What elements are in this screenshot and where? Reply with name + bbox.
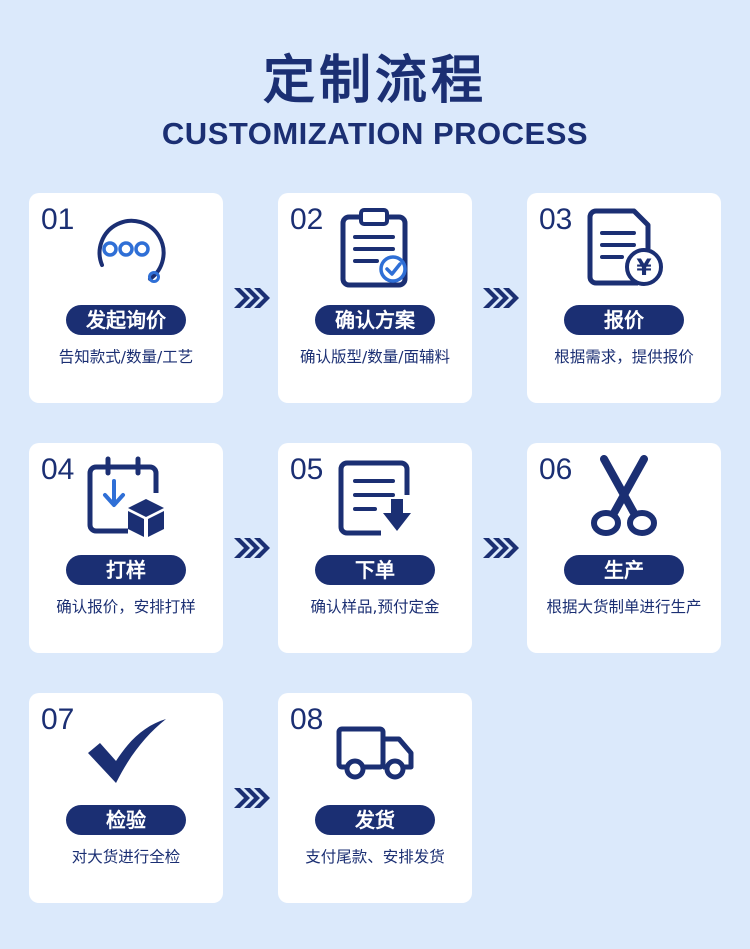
step-card-04: 04 打样 确认报价，安排打样 [29, 443, 223, 653]
chevron-right-icon [481, 536, 519, 560]
step-number: 02 [290, 203, 324, 236]
step-card-02: 02 确认方案 确认版型/数量/面辅料 [278, 193, 472, 403]
chat-bubble-icon [84, 205, 168, 289]
step-description: 根据需求，提供报价 [554, 348, 694, 366]
scissors-icon [582, 455, 666, 539]
step-number: 08 [290, 703, 324, 736]
step-description: 告知款式/数量/工艺 [58, 348, 194, 366]
step-label: 发货 [315, 805, 435, 835]
step-label: 发起询价 [66, 305, 186, 335]
step-card-07: 07 检验 对大货进行全检 [29, 693, 223, 903]
page-subtitle: CUSTOMIZATION PROCESS [161, 116, 589, 151]
step-number: 06 [539, 453, 573, 486]
chevron-right-icon [481, 286, 519, 310]
step-card-01: 01 发起询价 告知款式/数量/工艺 [29, 193, 223, 403]
step-description: 根据大货制单进行生产 [546, 598, 702, 616]
calendar-box-icon [84, 455, 168, 539]
step-number: 01 [41, 203, 75, 236]
price-document-icon: ¥ [582, 205, 666, 289]
chevron-right-icon [232, 786, 270, 810]
step-label: 检验 [66, 805, 186, 835]
step-description: 确认样品,预付定金 [310, 598, 440, 616]
step-description: 支付尾款、安排发货 [305, 848, 445, 866]
step-card-05: 05 下单 确认样品,预付定金 [278, 443, 472, 653]
order-download-icon [333, 455, 417, 539]
step-label: 确认方案 [315, 305, 435, 335]
step-number: 03 [539, 203, 573, 236]
step-number: 07 [41, 703, 75, 736]
step-card-06: 06 生产 根据大货制单进行生产 [527, 443, 721, 653]
step-number: 05 [290, 453, 324, 486]
step-label: 下单 [315, 555, 435, 585]
page-title: 定制流程 [262, 51, 487, 111]
step-description: 确认版型/数量/面辅料 [300, 348, 450, 366]
step-label: 报价 [564, 305, 684, 335]
chevron-right-icon [232, 536, 270, 560]
step-description: 对大货进行全检 [71, 848, 181, 866]
checkmark-icon [84, 705, 168, 789]
delivery-truck-icon [333, 705, 417, 789]
step-number: 04 [41, 453, 75, 486]
step-label: 打样 [66, 555, 186, 585]
step-card-08: 08 发货 支付尾款、安排发货 [278, 693, 472, 903]
step-description: 确认报价，安排打样 [56, 598, 196, 616]
svg-text:¥: ¥ [636, 256, 652, 281]
step-label: 生产 [564, 555, 684, 585]
clipboard-check-icon [333, 205, 417, 289]
chevron-right-icon [232, 286, 270, 310]
step-card-03: 03 ¥ 报价 根据需求，提供报价 [527, 193, 721, 403]
